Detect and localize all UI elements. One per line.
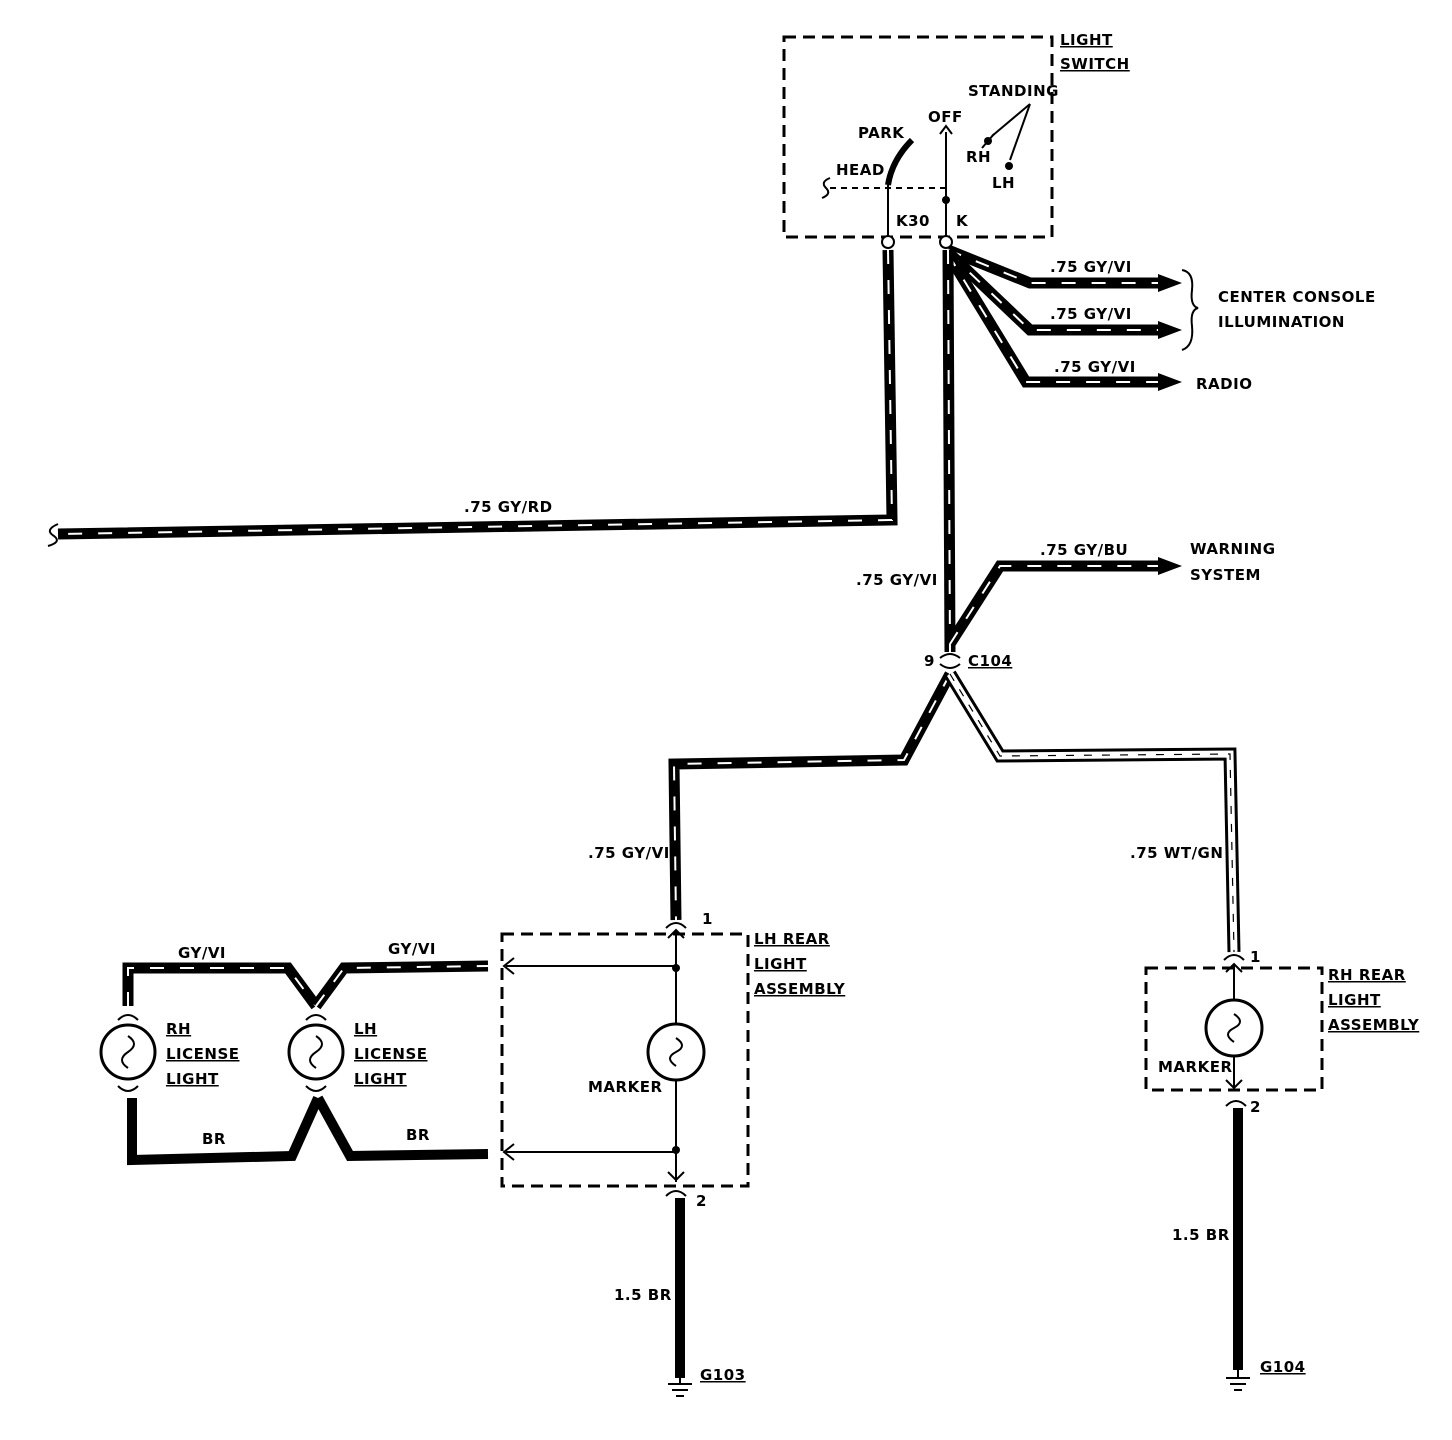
standing-label: STANDING xyxy=(968,82,1059,100)
console-brace xyxy=(1181,269,1199,351)
radio-arrow xyxy=(1158,373,1182,391)
standing-rh-tick xyxy=(981,133,995,149)
wire-console-1-label: .75 GY/VI xyxy=(1050,258,1132,276)
wire-gy-vi-license-rh xyxy=(122,962,321,1010)
radio-label: RADIO xyxy=(1196,375,1252,393)
k-terminal-label: K xyxy=(956,212,969,230)
console-2-arrow xyxy=(1158,321,1182,339)
rh-rear-light-assembly: RH REAR LIGHT ASSEMBLY 1 2 MARKER xyxy=(1144,948,1420,1116)
lh-license-label-line2: LICENSE xyxy=(354,1045,428,1063)
standing-rh-label: RH xyxy=(966,148,991,166)
gy-rd-break-mark xyxy=(47,523,59,547)
rh-rear-pin2-connector xyxy=(1225,1100,1247,1107)
lh-rear-pin2-connector xyxy=(665,1190,687,1197)
wire-br-license-rh xyxy=(127,1095,323,1166)
wire-console-2-label: .75 GY/VI xyxy=(1050,305,1132,323)
lh-rear-pin2-label: 2 xyxy=(696,1192,707,1210)
rh-license-label-line1: RH xyxy=(166,1020,191,1038)
standing-lh-contact xyxy=(1005,162,1013,170)
g104-label: G104 xyxy=(1260,1358,1306,1376)
license-light-wiring: GY/VI GY/VI BR BR RH LICENSE LIGHT LH LI… xyxy=(99,940,489,1166)
center-console-label-line2: ILLUMINATION xyxy=(1218,313,1345,331)
c104-pin-label: 9 xyxy=(924,652,935,670)
lh-ground: 1.5 BR G103 xyxy=(614,1198,746,1397)
lh-rear-pin1-label: 1 xyxy=(702,910,713,928)
wire-console-1 xyxy=(945,244,1160,289)
wire-radio xyxy=(943,251,1160,388)
wire-gy-rd-label: .75 GY/RD xyxy=(464,498,553,516)
lh-license-label-line1: LH xyxy=(354,1020,377,1038)
lh-marker-label: MARKER xyxy=(588,1078,663,1096)
park-label: PARK xyxy=(858,124,905,142)
rh-license-label-line3: LIGHT xyxy=(166,1070,219,1088)
lh-rear-box xyxy=(500,932,750,1188)
rh-rear-pin2-label: 2 xyxy=(1250,1098,1261,1116)
light-switch-title-line2: SWITCH xyxy=(1060,55,1130,73)
wire-br-license-lh-label: BR xyxy=(406,1126,430,1144)
wire-gy-rd xyxy=(57,249,898,540)
warning-label-line2: SYSTEM xyxy=(1190,566,1261,584)
wire-gy-vi-lh-label: .75 GY/VI xyxy=(588,844,670,862)
lh-rear-light-assembly: LH REAR LIGHT ASSEMBLY 1 2 MARKER xyxy=(500,910,846,1210)
wire-radio-label: .75 GY/VI xyxy=(1054,358,1136,376)
rh-ground: 1.5 BR G104 xyxy=(1172,1108,1306,1391)
off-label: OFF xyxy=(928,108,963,126)
wire-wt-gn xyxy=(944,670,1241,953)
c104-symbol-top xyxy=(939,653,961,659)
c104-symbol-bottom xyxy=(939,663,961,669)
warning-label-line1: WARNING xyxy=(1190,540,1276,558)
warning-arrow xyxy=(1158,557,1182,575)
lh-license-label-line3: LIGHT xyxy=(354,1070,407,1088)
wire-gy-bu-label: .75 GY/BU xyxy=(1040,541,1128,559)
lh-rear-label-line2: LIGHT xyxy=(754,955,807,973)
wire-br-license-rh-label: BR xyxy=(202,1130,226,1148)
rh-rear-label-line1: RH REAR xyxy=(1328,966,1406,984)
rh-rear-pin1-connector xyxy=(1223,954,1245,961)
center-console-label-line1: CENTER CONSOLE xyxy=(1218,288,1376,306)
switch-output-wires: .75 GY/VI .75 GY/VI .75 GY/VI CENTER CON… xyxy=(47,244,1376,653)
g103-label: G103 xyxy=(700,1366,746,1384)
standing-rh-arrow xyxy=(991,103,1031,137)
lh-rear-label-line1: LH REAR xyxy=(754,930,830,948)
switch-arm xyxy=(885,137,915,186)
rh-rear-label-line2: LIGHT xyxy=(1328,991,1381,1009)
k30-terminal-label: K30 xyxy=(896,212,930,230)
off-contact-arrow xyxy=(939,124,953,135)
wire-gy-vi-license-rh-label: GY/VI xyxy=(178,944,226,962)
wire-gy-vi-lh xyxy=(668,671,955,921)
rh-rear-label-line3: ASSEMBLY xyxy=(1328,1016,1420,1034)
k-terminal xyxy=(939,235,953,249)
lh-rear-label-line3: ASSEMBLY xyxy=(754,980,846,998)
wire-gy-vi-license-lh xyxy=(311,960,489,1010)
wire-br-rh-label: 1.5 BR xyxy=(1172,1226,1230,1244)
k-contact-dot xyxy=(942,196,950,204)
light-switch-title-line1: LIGHT xyxy=(1060,31,1113,49)
rear-wires: .75 GY/VI .75 WT/GN xyxy=(588,670,1241,953)
wire-br-lh-label: 1.5 BR xyxy=(614,1286,672,1304)
wire-gy-vi-license-lh-label: GY/VI xyxy=(388,940,436,958)
light-switch: LIGHT SWITCH STANDING PARK OFF HEAD RH L… xyxy=(782,31,1130,249)
standing-lh-arrow xyxy=(1009,103,1031,161)
rh-rear-pin1-label: 1 xyxy=(1250,948,1261,966)
standing-lh-label: LH xyxy=(992,174,1015,192)
k30-terminal xyxy=(881,235,895,249)
c104-name-label: C104 xyxy=(968,652,1012,670)
wire-wt-gn-label: .75 WT/GN xyxy=(1130,844,1223,862)
wire-br-license-lh xyxy=(313,1095,489,1162)
head-break-mark xyxy=(821,177,831,199)
wire-gy-vi-main-label: .75 GY/VI xyxy=(856,571,938,589)
rh-marker-label: MARKER xyxy=(1158,1058,1233,1076)
connector-c104: 9 C104 xyxy=(924,652,1012,670)
rh-license-label-line2: LICENSE xyxy=(166,1045,240,1063)
light-switch-box xyxy=(782,35,1054,239)
wire-gy-bu xyxy=(945,560,1160,647)
console-1-arrow xyxy=(1158,274,1182,292)
head-label: HEAD xyxy=(836,161,885,179)
